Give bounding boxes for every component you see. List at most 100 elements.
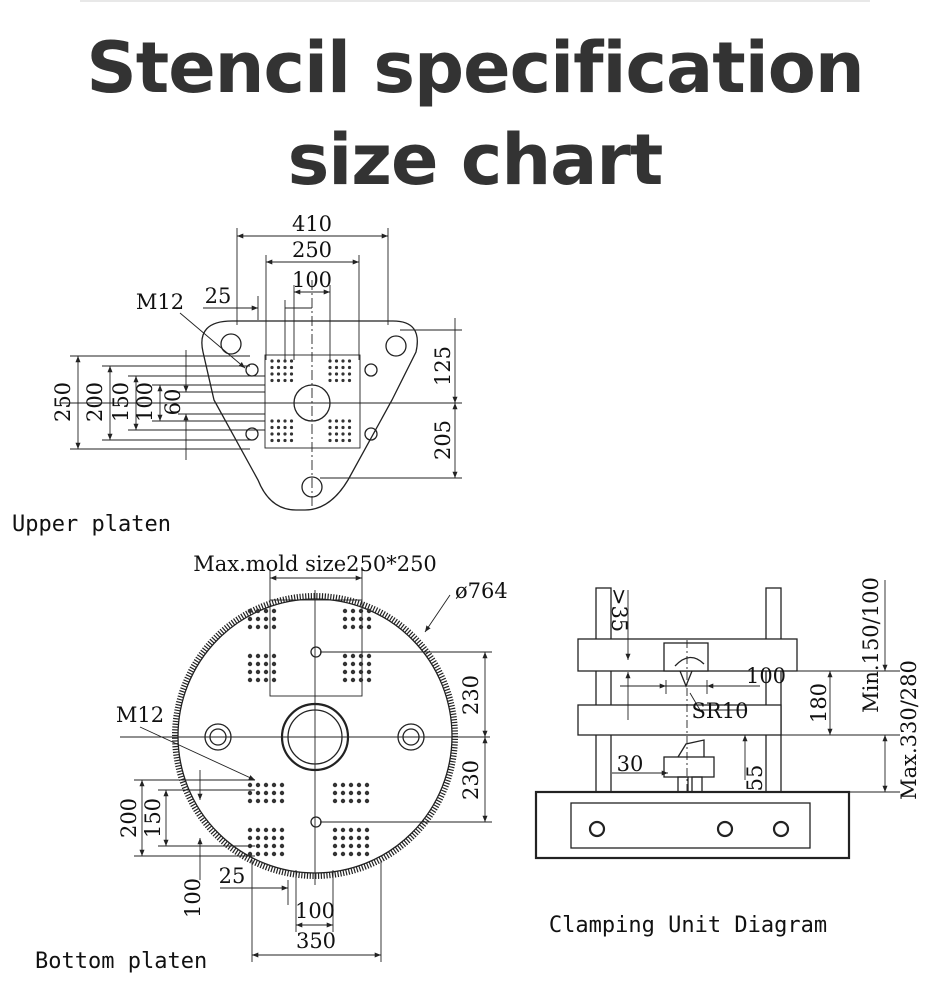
clamping-unit-caption: Clamping Unit Diagram bbox=[549, 913, 827, 938]
bolt-hole-dot bbox=[247, 661, 253, 667]
bolt-hole-dot bbox=[270, 365, 274, 370]
bolt-hole-dot bbox=[255, 843, 261, 849]
bolt-hole-dot bbox=[356, 790, 362, 796]
upper-corner-hole-left bbox=[220, 333, 242, 355]
bolt-hole-dot bbox=[263, 616, 269, 622]
bolt-hole-dot bbox=[332, 843, 338, 849]
bolt-hole-dot bbox=[271, 798, 277, 804]
bolt-hole-dot bbox=[348, 835, 354, 841]
bolt-hole-dot bbox=[247, 782, 253, 788]
dim-100: 100 bbox=[292, 268, 332, 292]
dim-b200: 200 bbox=[117, 798, 141, 838]
bolt-hole-dot bbox=[347, 378, 352, 383]
bolt-hole-dot bbox=[279, 798, 285, 804]
dim-30: 30 bbox=[617, 752, 644, 776]
bolt-hole-dot bbox=[350, 677, 356, 683]
bolt-hole-dot bbox=[341, 372, 345, 376]
bolt-hole-dot bbox=[247, 827, 253, 833]
bolt-hole-dot bbox=[364, 827, 370, 833]
dim-cu-100: 100 bbox=[746, 664, 786, 688]
bolt-hole-dot bbox=[255, 608, 261, 614]
bolt-hole-dot bbox=[347, 372, 352, 376]
upper-mold-area bbox=[264, 354, 361, 449]
bolt-hole-dot bbox=[247, 624, 253, 630]
bolt-hole-dot bbox=[334, 365, 339, 370]
dim-180: 180 bbox=[807, 683, 831, 723]
bolt-hole-dot bbox=[255, 624, 261, 630]
bolt-hole-dot bbox=[350, 616, 356, 622]
bolt-hole-dot bbox=[328, 432, 332, 436]
upper-platen-drawing: 410 250 100 25 M12 250 200 150 100 60 12… bbox=[12, 212, 462, 537]
bolt-hole-dot bbox=[263, 798, 269, 804]
bolt-hole-dot bbox=[263, 677, 269, 683]
bolt-hole-dot bbox=[328, 419, 332, 423]
bolt-hole-dot bbox=[328, 425, 332, 430]
bolt-hole-dot bbox=[348, 843, 354, 849]
moving-plate bbox=[577, 704, 782, 736]
bolt-hole-dot bbox=[341, 432, 345, 436]
bolt-hole-dot bbox=[271, 827, 277, 833]
bolt-hole-dot bbox=[340, 798, 346, 804]
bolt-hole-dot bbox=[255, 669, 261, 675]
dim-gt35: >35 bbox=[607, 588, 631, 632]
bolt-hole-dot bbox=[366, 608, 372, 614]
bolt-hole-dot bbox=[342, 608, 348, 614]
bolt-hole-dot bbox=[271, 653, 277, 659]
bolt-hole-dot bbox=[247, 677, 253, 683]
dim-max: Max.330/280 bbox=[897, 660, 921, 800]
bolt-hole-dot bbox=[271, 843, 277, 849]
bolt-hole-dot bbox=[364, 790, 370, 796]
bolt-hole-dot bbox=[270, 425, 274, 430]
bottom-mold-area bbox=[269, 599, 363, 697]
bolt-hole-dot bbox=[341, 365, 345, 370]
dim-v60: 60 bbox=[161, 389, 185, 416]
bolt-hole-dot bbox=[340, 782, 346, 788]
bolt-hole-dot bbox=[276, 425, 281, 430]
bolt-hole-dot bbox=[340, 827, 346, 833]
bolt-hole-dot bbox=[340, 843, 346, 849]
bolt-hole-dot bbox=[263, 790, 269, 796]
bolt-hole-dot bbox=[289, 425, 294, 430]
bolt-hole-dot bbox=[263, 827, 269, 833]
bolt-hole-dot bbox=[263, 835, 269, 841]
base-panel bbox=[570, 802, 811, 849]
bolt-hole-dot bbox=[276, 359, 281, 363]
bolt-hole-dot bbox=[347, 359, 352, 363]
bolt-hole-dot bbox=[289, 365, 294, 370]
bolt-hole-dot bbox=[270, 372, 274, 376]
bolt-hole-dot bbox=[283, 419, 287, 423]
bolt-hole-dot bbox=[270, 438, 274, 443]
bolt-hole-dot bbox=[289, 359, 294, 363]
bolt-hole-dot bbox=[276, 365, 281, 370]
bolt-hole-dot bbox=[271, 669, 277, 675]
bolt-hole-dot bbox=[364, 843, 370, 849]
bolt-hole-dot bbox=[255, 677, 261, 683]
bolt-hole-dot bbox=[328, 359, 332, 363]
bolt-hole-dot bbox=[263, 653, 269, 659]
bolt-hole-dot bbox=[263, 843, 269, 849]
bolt-hole-dot bbox=[364, 798, 370, 804]
dim-55: 55 bbox=[743, 765, 767, 792]
dim-v100: 100 bbox=[133, 382, 157, 422]
bolt-hole-dot bbox=[279, 851, 285, 857]
upper-m12-ring bbox=[364, 427, 378, 441]
bolt-hole-dot bbox=[356, 827, 362, 833]
bolt-hole-dot bbox=[364, 782, 370, 788]
bolt-hole-dot bbox=[350, 661, 356, 667]
bolt-hole-dot bbox=[334, 432, 339, 436]
bolt-hole-dot bbox=[348, 790, 354, 796]
bolt-hole-dot bbox=[341, 359, 345, 363]
dim-min: Min.150/100 bbox=[859, 577, 883, 713]
dim-v200: 200 bbox=[83, 382, 107, 422]
bolt-hole-dot bbox=[263, 624, 269, 630]
bolt-hole-dot bbox=[279, 843, 285, 849]
max-mold-size-label: Max.mold size250*250 bbox=[193, 552, 437, 576]
dim-230-bottom: 230 bbox=[459, 760, 483, 800]
bolt-hole-dot bbox=[247, 653, 253, 659]
bolt-hole-dot bbox=[347, 419, 352, 423]
bolt-hole-dot bbox=[255, 653, 261, 659]
bolt-hole-dot bbox=[358, 653, 364, 659]
bolt-hole-dot bbox=[334, 425, 339, 430]
dim-v250: 250 bbox=[51, 382, 75, 422]
